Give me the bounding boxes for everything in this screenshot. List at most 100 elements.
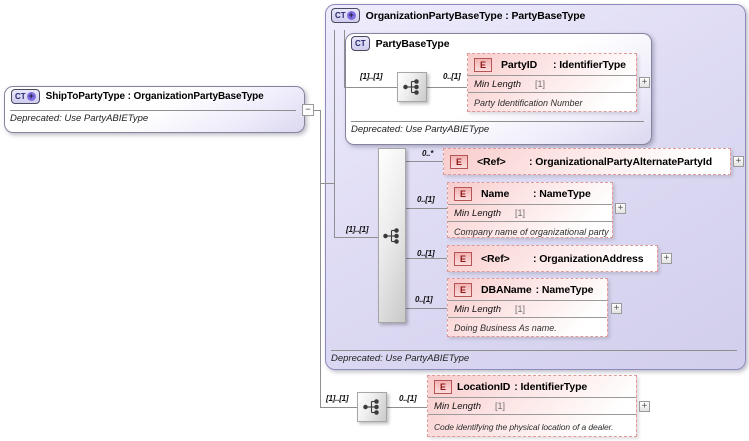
element-name: Name [481,187,510,200]
facet-label: Min Length [434,400,482,412]
element-header: E <Ref> : OrganizationalPartyAlternatePa… [444,149,730,174]
element-type: : OrganizationalPartyAlternatePartyId [529,155,713,168]
cardinality-label: 0..[1] [399,394,417,403]
expand-button[interactable]: + [639,401,650,412]
element-name: <Ref> [481,252,510,265]
shiptopartytype-title: ShipToPartyType : OrganizationPartyBaseT… [45,91,264,102]
ct-icon-text: CT [335,11,346,20]
element-description: Party Identification Number [474,98,583,108]
connector [320,183,335,184]
facet-value: [1] [515,304,526,314]
connector [406,308,447,309]
partybasetype-title: PartyBaseType [375,37,450,50]
element-icon: E [434,379,452,394]
cardinality-label: [1]..[1] [360,72,383,81]
facet-row: Min Length [1] [468,75,636,93]
divider [10,110,296,111]
ct-icon-text: CT [15,92,26,101]
facet-value: [1] [535,79,546,89]
connector [320,407,357,408]
element-icon: E [474,57,492,72]
element-box-partyid[interactable]: E PartyID : IdentifierType Min Length [1… [467,53,637,112]
sequence-compositor[interactable] [378,148,406,323]
sequence-icon [363,399,379,415]
deprecated-note: Deprecated: Use PartyABIEType [10,113,149,124]
element-type: : IdentifierType [514,380,588,393]
complextype-icon: CT [351,36,370,51]
expand-button[interactable]: + [611,303,622,314]
element-description: Doing Business As name. [454,323,557,333]
element-name: PartyID [501,58,538,71]
complextype-header: CT+ OrganizationPartyBaseType : PartyBas… [331,8,585,23]
element-icon: E [454,186,472,201]
element-header: E DBAName : NameType [448,279,607,300]
sequence-icon [383,227,399,244]
facet-value: [1] [495,401,506,411]
facet-row: Min Length [1] [448,300,607,318]
cardinality-label: 0..[1] [415,295,433,304]
facet-value: [1] [515,208,526,218]
shiptopartytype-header: CT+ ShipToPartyType : OrganizationPartyB… [11,89,264,104]
connector [334,30,335,237]
expand-button[interactable]: + [661,253,672,264]
element-header: E LocationID : IdentifierType [428,376,636,397]
connector [334,237,378,238]
element-name: LocationID [457,380,511,393]
complextype-box-shiptopartytype[interactable] [4,86,305,133]
connector [344,30,345,87]
collapse-button[interactable]: − [302,104,314,116]
connector [387,407,427,408]
connector [320,110,321,407]
ct-icon-text: CT [355,39,366,48]
facet-row: Min Length [1] [428,397,636,415]
sequence-compositor[interactable] [357,392,387,422]
deprecated-note: Deprecated: Use PartyABIEType [351,124,490,135]
partybasetype-header: CT PartyBaseType [351,36,450,51]
expand-button[interactable]: + [733,156,744,167]
plus-badge-icon: + [346,10,356,20]
complextype-plus-icon: CT+ [11,89,40,104]
connector [406,161,443,162]
element-box-name[interactable]: E Name : NameType Min Length [1] Company… [447,182,613,238]
facet-label: Min Length [454,303,502,315]
element-name: <Ref> [477,155,506,168]
plus-badge-icon: + [26,91,36,101]
element-type: : IdentifierType [553,58,626,71]
connector [406,208,447,209]
element-description: Code identifying the physical location o… [434,421,614,432]
cardinality-label: 0..[1] [443,72,461,81]
element-type: : NameType [535,283,594,296]
element-box-locationid[interactable]: E LocationID : IdentifierType Min Length… [427,375,637,437]
element-header: E <Ref> : OrganizationAddress [448,246,657,271]
complextype-plus-icon: CT+ [331,8,360,23]
element-description: Company name of organizational party [454,227,609,237]
element-box-ref-organizationaddress[interactable]: E <Ref> : OrganizationAddress [447,245,658,272]
deprecated-note: Deprecated: Use PartyABIEType [331,353,470,364]
element-icon: E [454,251,472,266]
divider [351,121,644,122]
facet-row: Min Length [1] [448,204,612,222]
element-box-dbaname[interactable]: E DBAName : NameType Min Length [1] Doin… [447,278,608,337]
element-box-ref-alternatepartyid[interactable]: E <Ref> : OrganizationalPartyAlternatePa… [443,148,731,175]
element-type: : NameType [533,187,591,200]
cardinality-label: 0..[1] [417,249,435,258]
expand-button[interactable]: + [639,77,650,88]
expand-button[interactable]: + [615,203,626,214]
connector [427,87,467,88]
facet-label: Min Length [474,78,522,90]
cardinality-label: [1]..[1] [346,225,369,234]
cardinality-label: 0..* [422,149,434,158]
element-icon: E [450,154,468,169]
element-header: E Name : NameType [448,183,612,204]
element-type: : OrganizationAddress [533,252,644,265]
sequence-icon [403,79,419,95]
element-icon: E [454,282,472,297]
facet-label: Min Length [454,207,502,219]
sequence-compositor[interactable] [397,72,427,102]
connector [314,110,321,111]
divider [331,350,737,351]
cardinality-label: [1]..[1] [326,394,349,403]
element-header: E PartyID : IdentifierType [468,54,636,75]
complextype-title: OrganizationPartyBaseType : PartyBaseTyp… [365,9,586,22]
